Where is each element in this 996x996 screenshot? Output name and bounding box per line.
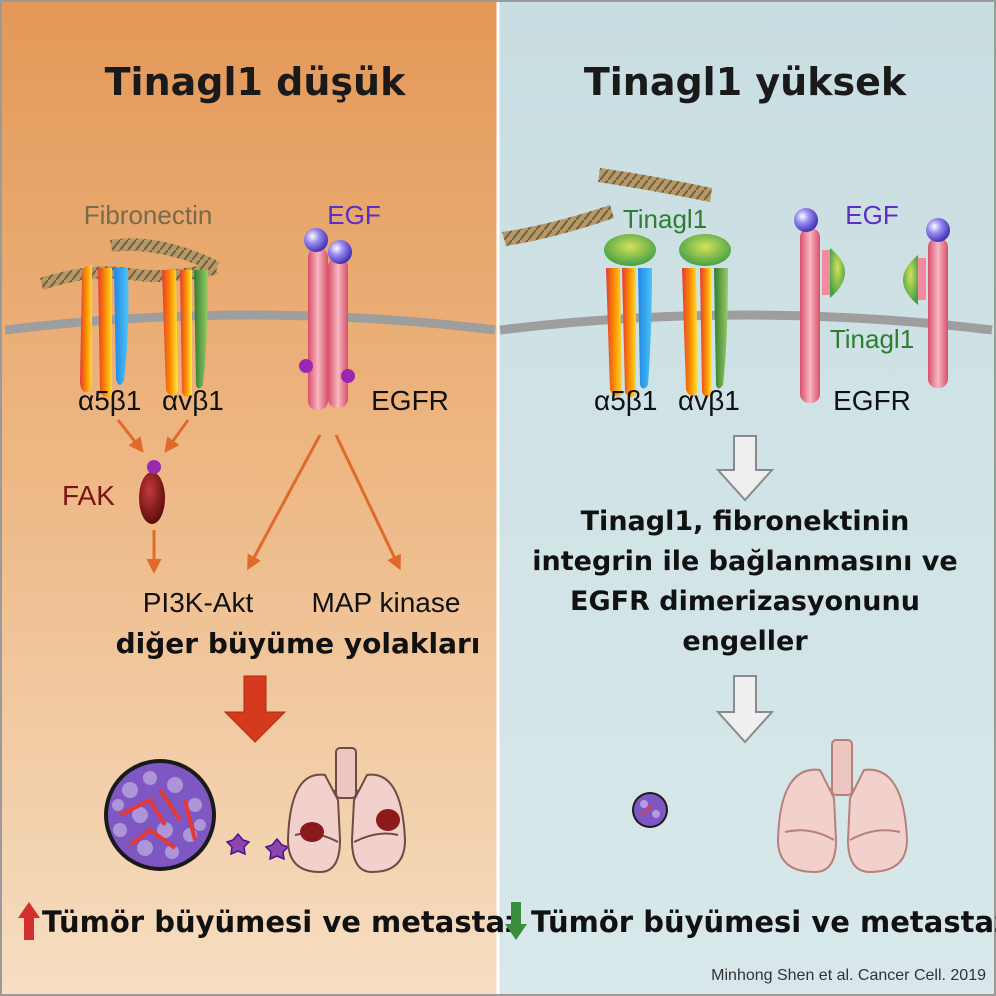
right-cell-membrane — [499, 310, 993, 335]
metastasis-lesion — [376, 809, 400, 831]
mechanism-line-2: integrin ile bağlanmasını ve — [532, 546, 957, 577]
fibronectin-strand — [502, 205, 614, 246]
fak-protein — [139, 472, 165, 524]
tinagl1-protein — [679, 234, 731, 266]
phosphate-dot — [341, 369, 355, 383]
egf-ligand — [304, 228, 328, 252]
egfr-dimer — [299, 228, 355, 410]
integrin-avb1-blocked — [679, 234, 731, 397]
large-tumor-icon — [104, 759, 216, 871]
fibronectin-strand — [110, 238, 220, 272]
map-kinase-label: MAP kinase — [312, 587, 461, 618]
integrin-a5b1-label-right: α5β1 — [594, 385, 657, 416]
small-tumor-icon — [632, 792, 668, 828]
fak-label: FAK — [62, 480, 115, 511]
integrin-avb1 — [162, 270, 208, 397]
red-up-arrow-icon — [18, 902, 40, 940]
tinagl1-top-label: Tinagl1 — [623, 204, 707, 234]
metastasis-lesion — [300, 822, 324, 842]
integrin-a5b1-blocked — [604, 234, 656, 397]
egfr-label-right: EGFR — [833, 385, 911, 416]
egfr-label: EGFR — [371, 385, 449, 416]
tinagl1-protein — [604, 234, 656, 266]
mechanism-line-1: Tinagl1, fibronektinin — [581, 506, 910, 537]
tinagl1-egfr-label: Tinagl1 — [830, 324, 914, 354]
left-title: Tinagl1 düşük — [105, 60, 406, 104]
signal-arrow — [247, 434, 322, 571]
signal-arrow — [164, 419, 190, 453]
mechanism-line-3: EGFR dimerizasyonunu — [570, 586, 920, 617]
integrin-avb1-label-right: αvβ1 — [678, 385, 740, 416]
fibronectin-strand — [598, 168, 712, 202]
left-outcome-label: Tümör büyümesi ve metastaz — [42, 905, 522, 939]
signal-arrow — [334, 434, 401, 571]
egf-ligand — [328, 240, 352, 264]
right-title: Tinagl1 yüksek — [584, 60, 907, 104]
signal-arrow — [116, 419, 144, 453]
phosphate-dot — [147, 460, 161, 474]
big-down-arrow-icon — [223, 675, 287, 743]
integrin-avb1-label: αvβ1 — [162, 385, 224, 416]
egfr-monomer-right — [903, 218, 950, 388]
green-down-arrow-icon — [505, 902, 527, 940]
hollow-down-arrow-icon — [715, 675, 775, 744]
integrin-a5b1-label: α5β1 — [78, 385, 141, 416]
hollow-down-arrow-icon — [715, 435, 775, 502]
healthy-lungs-icon — [776, 739, 909, 874]
pi3k-akt-label: PI3K-Akt — [143, 587, 254, 618]
phosphate-dot — [299, 359, 313, 373]
citation: Minhong Shen et al. Cancer Cell. 2019 — [711, 967, 986, 984]
growth-pathways-label: diğer büyüme yolakları — [116, 627, 481, 660]
left-cell-membrane — [4, 310, 496, 335]
metastatic-cells-icon — [225, 832, 290, 861]
left-panel-background — [0, 0, 498, 996]
mechanism-line-4: engeller — [682, 626, 808, 657]
integrin-a5b1 — [80, 265, 129, 397]
fibronectin-label: Fibronectin — [84, 200, 213, 230]
right-outcome-label: Tümör büyümesi ve metastaz — [531, 905, 996, 939]
egf-label-right: EGF — [845, 200, 898, 230]
egfr-monomer-left — [794, 208, 845, 403]
egf-label: EGF — [327, 200, 380, 230]
